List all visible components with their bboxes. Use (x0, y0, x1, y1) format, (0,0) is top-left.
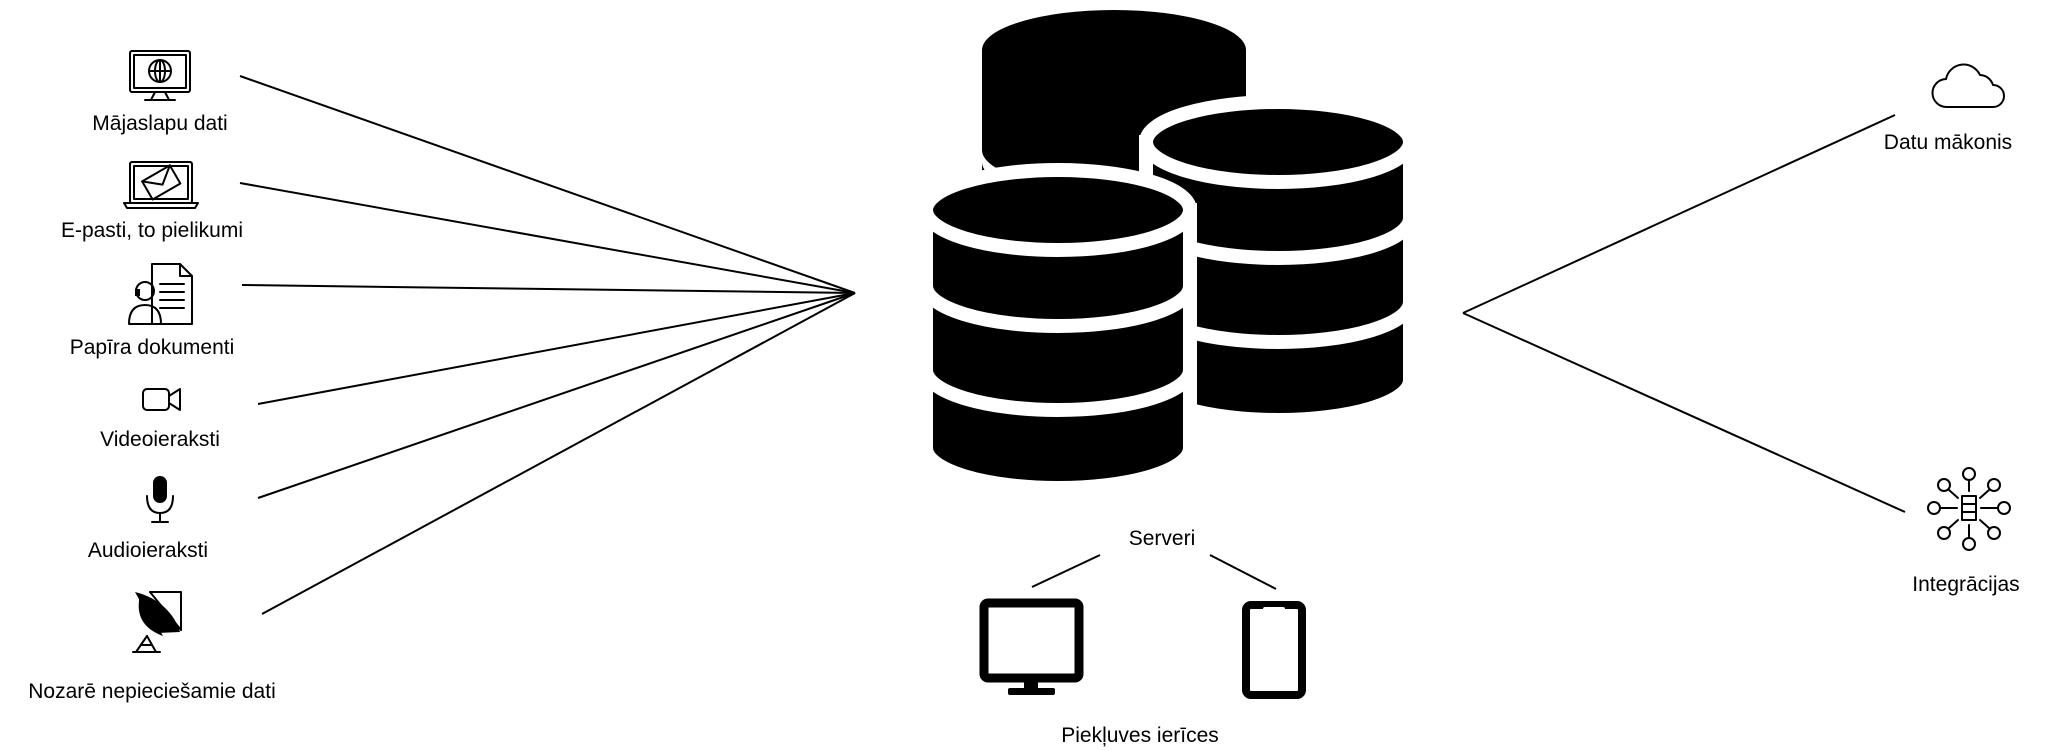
connector-line (257, 292, 856, 405)
source-connectors (239, 75, 856, 615)
cloud-icon (1931, 63, 2005, 109)
video-camera-icon (142, 388, 181, 411)
source-label: Papīra dokumenti (70, 336, 235, 359)
connector-line (1031, 554, 1101, 588)
source-label: E-pasti, to pielikumi (61, 219, 243, 242)
source-label: Audioieraksti (88, 539, 208, 562)
person-document-icon (128, 263, 193, 325)
connector-line (241, 284, 856, 294)
connector-line (239, 75, 856, 294)
laptop-email-icon (123, 161, 199, 209)
web-monitor-icon (129, 50, 191, 101)
database-stack-icon (919, 10, 1417, 495)
source-label: Nozarē nepieciešamie dati (28, 680, 275, 703)
device-connectors (1031, 554, 1277, 590)
server-label: Serveri (1129, 527, 1196, 550)
output-label: Datu mākonis (1884, 131, 2012, 154)
database-bands-front (919, 285, 1197, 417)
desktop-monitor-icon (979, 598, 1084, 695)
connector-line (239, 182, 856, 294)
network-hub-icon (1927, 467, 2011, 551)
database-cylinder-right (1139, 95, 1417, 427)
database-cylinder-front (919, 163, 1197, 495)
connector-line (1209, 554, 1277, 590)
source-label: Mājaslapu dati (92, 112, 227, 135)
output-connectors (1462, 114, 1906, 513)
devices-label: Piekļuves ierīces (1061, 724, 1219, 747)
microphone-icon (146, 476, 174, 523)
satellite-dish-icon (132, 591, 182, 653)
connector-line (1462, 312, 1906, 513)
connector-line (261, 292, 856, 615)
connector-line (1462, 114, 1896, 314)
tablet-icon (1242, 601, 1306, 699)
source-label: Videoieraksti (100, 428, 220, 451)
output-label: Integrācijas (1912, 573, 2019, 596)
connector-line (257, 292, 856, 499)
